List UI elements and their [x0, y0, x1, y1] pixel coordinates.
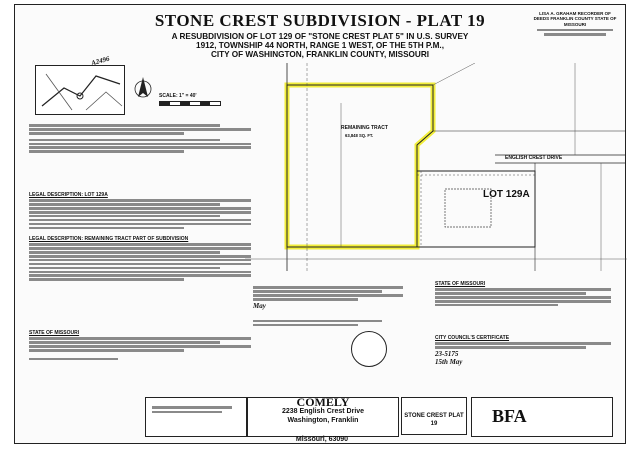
recorder-stamp: LISA A. GRAHAM RECORDER OF DEEDS FRANKLI… — [531, 11, 619, 38]
remaining-tract-boundary — [286, 84, 434, 248]
plat-title: STONE CREST SUBDIVISION - PLAT 19 — [154, 11, 486, 30]
plat-subtitle-3: CITY OF WASHINGTON, FRANKLIN COUNTY, MIS… — [210, 50, 430, 59]
state-certificate-left: STATE OF MISSOURI — [29, 327, 251, 361]
owner-block: COMELY 2238 English Crest Drive Washingt… — [247, 395, 399, 437]
legal-description-remaining: LEGAL DESCRIPTION: REMAINING TRACT PART … — [29, 233, 251, 282]
lot-129a-label: LOT 129A — [483, 189, 530, 200]
city-approval-heading: CITY COUNCIL'S CERTIFICATE — [435, 335, 510, 341]
firm-logo: BFA — [492, 406, 527, 426]
date-signed: 15th May — [435, 358, 463, 367]
notary-seal — [351, 331, 387, 367]
remaining-tract-area: 63,848 SQ. FT. — [345, 133, 374, 138]
vicinity-map-drawing — [41, 73, 123, 111]
scale-label: SCALE: 1" = 40' — [159, 93, 197, 99]
state-left-heading: STATE OF MISSOURI — [29, 330, 80, 336]
state-right-heading: STATE OF MISSOURI — [435, 281, 486, 287]
sheet-label: STONE CREST PLAT 19 — [404, 413, 464, 427]
legal-remaining-heading: LEGAL DESCRIPTION: REMAINING TRACT PART … — [29, 236, 189, 242]
firm-block: BFA — [471, 397, 613, 437]
plat-subtitle-1: A RESUBDIVISION OF LOT 129 OF "STONE CRE… — [171, 32, 469, 41]
plat-subtitle-2: 1912, TOWNSHIP 44 NORTH, RANGE 1 WEST, O… — [196, 41, 444, 50]
vicinity-map — [35, 65, 125, 115]
city-approval: CITY COUNCIL'S CERTIFICATE 23-5175 15th … — [435, 335, 611, 366]
lot-129a-boundary — [416, 170, 536, 248]
remaining-tract-label: REMAINING TRACT — [341, 125, 388, 131]
ordinance-number: 23-5175 — [435, 350, 459, 359]
owner-address-line-3: Missouri, 63090 — [295, 436, 349, 443]
street-label: ENGLISH CREST DRIVE — [505, 155, 563, 161]
plat-notes — [29, 123, 251, 154]
sheet-label-block: STONE CREST PLAT 19 — [401, 397, 467, 435]
recorder-stamp-text: LISA A. GRAHAM RECORDER OF DEEDS FRANKLI… — [533, 11, 617, 27]
owner-certificate: May — [253, 285, 403, 328]
date-may-middle: May — [253, 301, 266, 310]
state-certificate-right: STATE OF MISSOURI — [435, 281, 611, 308]
plat-sheet: STONE CREST SUBDIVISION - PLAT 19 A RESU… — [14, 4, 627, 444]
north-arrow-icon — [133, 75, 153, 108]
surveyor-signature-block — [145, 397, 247, 437]
remaining-tract-highlight — [284, 82, 436, 250]
legal-description-lot: LEGAL DESCRIPTION: LOT 129A — [29, 189, 251, 230]
owner-address-line-2: Washington, Franklin — [287, 417, 359, 424]
legal-lot-heading: LEGAL DESCRIPTION: LOT 129A — [29, 192, 108, 198]
owner-name: COMELY — [296, 395, 350, 409]
plat-drawing — [245, 63, 627, 271]
owner-address-line-1: 2238 English Crest Drive — [281, 408, 365, 415]
scale-bar — [159, 101, 221, 106]
